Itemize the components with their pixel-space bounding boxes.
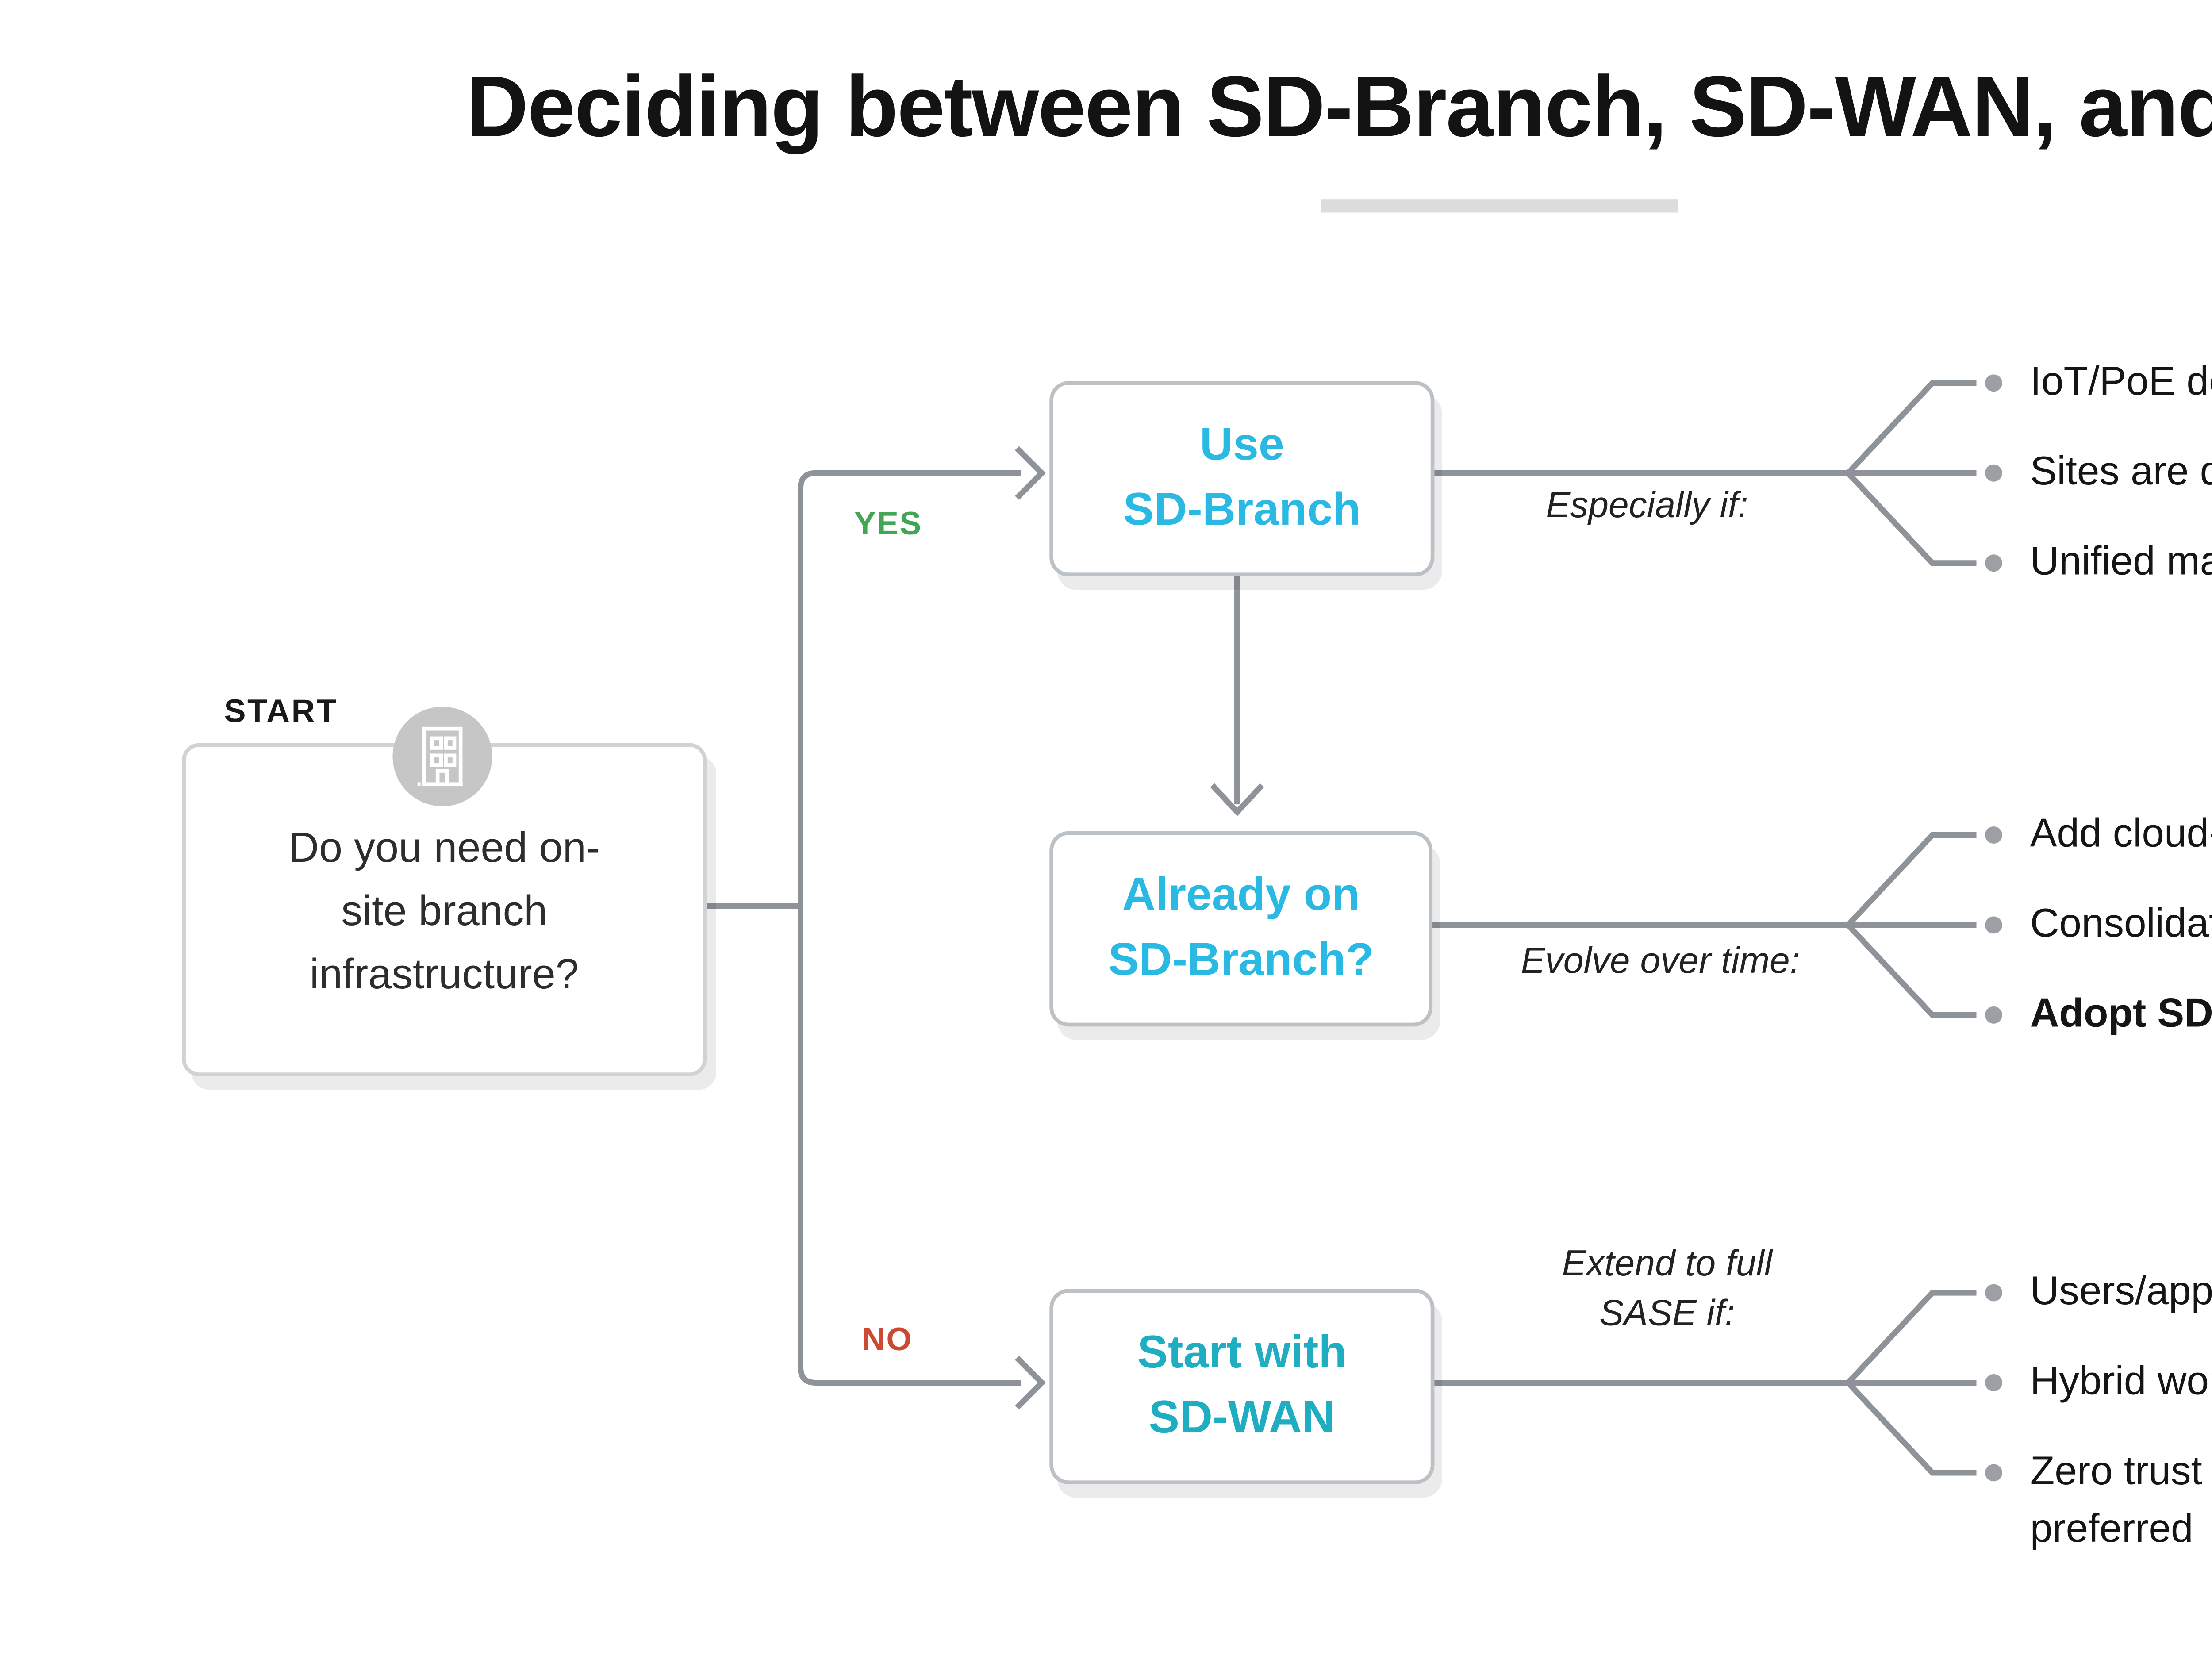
row1-fan-top xyxy=(1846,380,1977,475)
node-use-sd-branch-line1: Use xyxy=(1200,420,1284,472)
bullet-unified-management: Unified management is a priority xyxy=(2030,540,2212,584)
node-sdwan-line1: Start with xyxy=(1137,1328,1347,1380)
node-use-sd-branch: Use SD-Branch xyxy=(1049,381,1435,577)
row1-fan-bottom xyxy=(1846,471,1977,566)
down-arrowhead-icon xyxy=(1210,783,1264,817)
bullet-dot xyxy=(1985,916,2002,934)
bullet-dot xyxy=(1985,1374,2002,1392)
bullet-dot xyxy=(1985,1006,2002,1024)
bullet-dot xyxy=(1985,554,2002,572)
bullet-users-apps-cloud: Users/apps are cloud-based xyxy=(2030,1270,2212,1314)
node-use-sd-branch-line2: SD-Branch xyxy=(1123,484,1361,537)
no-label: NO xyxy=(862,1321,913,1358)
start-question-text: Do you need on-site branch infrastructur… xyxy=(288,822,600,997)
bullet-iot-poe: IoT/PoE devices are in use xyxy=(2030,360,2212,404)
yes-arrowhead-icon xyxy=(1015,446,1046,500)
row2-fan-bottom xyxy=(1846,923,1977,1018)
bullet-sites-distributed: Sites are distributed xyxy=(2030,450,2212,494)
note-especially-if: Especially if: xyxy=(1546,486,1748,527)
bullet-dot xyxy=(1985,464,2002,482)
yes-label: YES xyxy=(854,505,922,542)
node-already-on-sd-branch: Already on SD-Branch? xyxy=(1049,831,1433,1027)
note-evolve-over-time: Evolve over time: xyxy=(1521,942,1800,983)
bullet-dot xyxy=(1985,826,2002,844)
note-extend-line2: SASE if: xyxy=(1599,1294,1735,1335)
bullet-dot xyxy=(1985,1284,2002,1302)
bullet-add-cloud-security: Add cloud-delivered security xyxy=(2030,812,2212,856)
trunk-line xyxy=(798,470,1021,1386)
building-icon-glyph xyxy=(417,726,468,787)
no-arrowhead-icon xyxy=(1015,1356,1046,1410)
row2-fan-top xyxy=(1846,832,1977,927)
row3-fan-bottom xyxy=(1846,1381,1977,1476)
building-icon xyxy=(392,707,492,806)
page-title: Deciding between SD-Branch, SD-WAN, and … xyxy=(466,57,2212,155)
title-underline xyxy=(1321,199,1678,213)
row3-fan-top xyxy=(1846,1290,1977,1385)
bullet-consolidate-stack: Consolidate stack xyxy=(2030,902,2212,946)
node-start-with-sd-wan: Start with SD-WAN xyxy=(1049,1289,1435,1484)
start-label: START xyxy=(224,693,338,730)
node-sdwan-line2: SD-WAN xyxy=(1148,1392,1335,1444)
bullet-dot xyxy=(1985,374,2002,392)
bullet-adopt-sdwan-sase: Adopt SD-WAN/SASE where useful xyxy=(2030,992,2212,1036)
node-already-line2: SD-Branch? xyxy=(1108,934,1374,987)
node-already-line1: Already on xyxy=(1122,870,1360,922)
bullet-dot xyxy=(1985,1464,2002,1482)
bullet-hybrid-work: Hybrid work is widespread xyxy=(2030,1359,2212,1404)
note-extend-line1: Extend to full xyxy=(1562,1244,1773,1285)
note-extend-to-full-sase: Extend to full SASE if: xyxy=(1509,1241,1825,1340)
bullet-zero-trust: Zero trust or direct-to-app models are p… xyxy=(2030,1450,2212,1551)
